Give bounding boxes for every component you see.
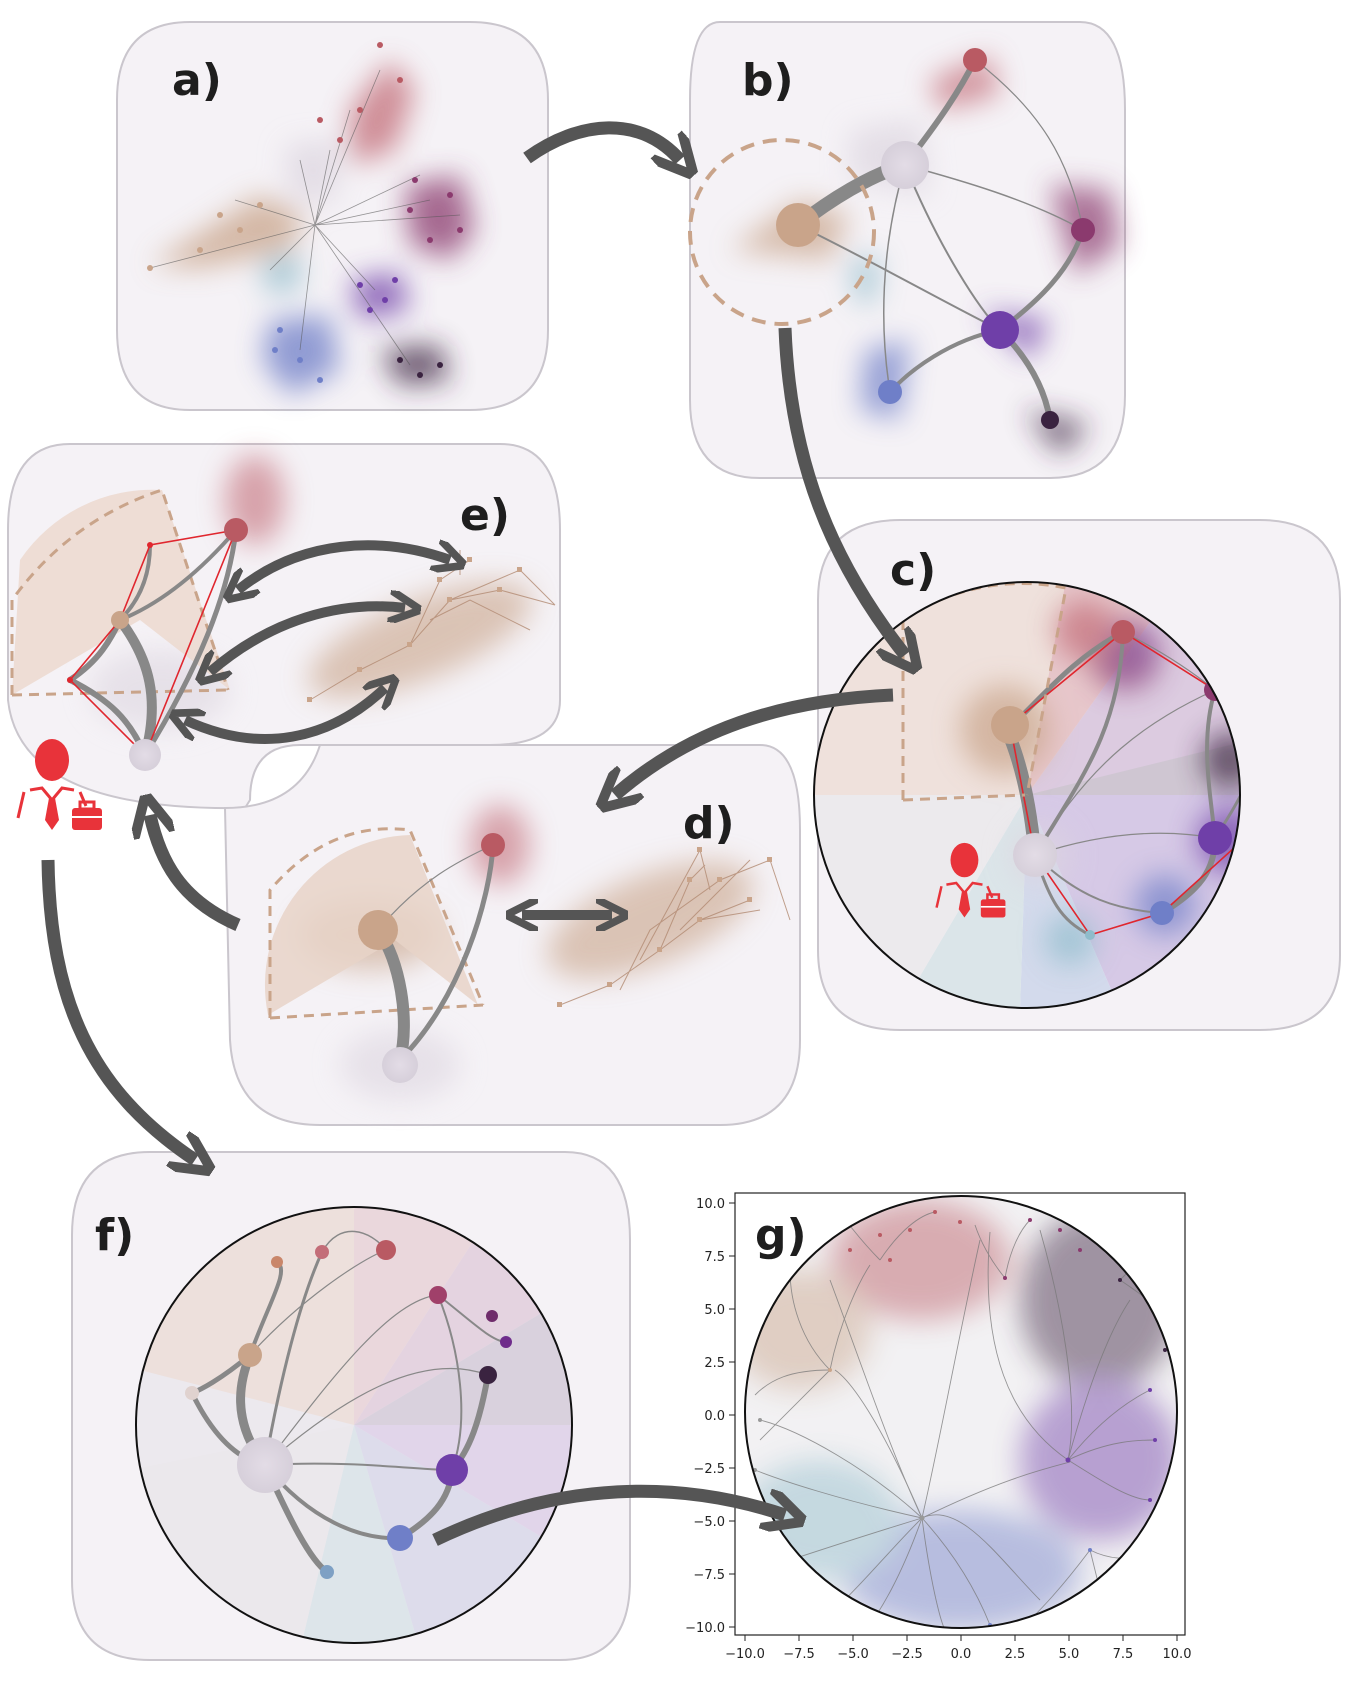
briefcase-icon <box>980 893 1006 918</box>
y-tick-label: −2.5 <box>693 1462 725 1477</box>
y-tick-label: 5.0 <box>704 1303 725 1318</box>
x-tick-label: 5.0 <box>1059 1647 1080 1662</box>
x-tick-label: −5.0 <box>837 1647 869 1662</box>
x-axis-ticks: −10.0 −7.5 −5.0 −2.5 0.0 2.5 5.0 7.5 10.0 <box>725 1635 1191 1662</box>
y-tick-label: 7.5 <box>704 1250 725 1265</box>
label-c: c) <box>890 545 936 596</box>
panel-b-bg <box>689 21 1126 479</box>
arrow-icon <box>432 1484 785 1546</box>
x-tick-label: 7.5 <box>1113 1647 1134 1662</box>
x-tick-label: 10.0 <box>1163 1647 1192 1662</box>
label-e: e) <box>460 490 510 541</box>
label-b: b) <box>742 55 794 106</box>
user-icon <box>16 739 102 830</box>
y-tick-label: −10.0 <box>685 1621 725 1636</box>
double-arrow-icon <box>210 606 405 672</box>
x-tick-label: −7.5 <box>783 1647 815 1662</box>
panel-d-bg <box>223 744 801 1126</box>
x-tick-label: −10.0 <box>725 1647 765 1662</box>
panel-labels: a) b) c) d) e) f) g) <box>95 55 936 1261</box>
y-tick-label: −5.0 <box>693 1515 725 1530</box>
arrow-icon <box>150 815 241 931</box>
x-tick-label: −2.5 <box>891 1647 923 1662</box>
arrow-icon <box>523 121 680 160</box>
arrow-icon <box>41 859 195 1160</box>
panel-d-network <box>264 805 791 1100</box>
label-d: d) <box>683 798 735 849</box>
briefcase-icon <box>72 800 102 830</box>
y-tick-label: −7.5 <box>693 1568 725 1583</box>
y-axis-ticks: 10.0 7.5 5.0 2.5 0.0 −2.5 −5.0 −7.5 −10.0 <box>685 1197 735 1636</box>
x-tick-label: 0.0 <box>951 1647 972 1662</box>
panel-a-bg <box>116 21 549 411</box>
panel-b-network <box>688 48 1120 455</box>
arrow-icon <box>778 327 905 655</box>
arrow-icon <box>615 688 894 795</box>
panel-g-plot: −10.0 −7.5 −5.0 −2.5 0.0 2.5 5.0 7.5 10.0 10.0 7.… <box>685 1192 1191 1662</box>
panel-f-disk <box>135 1206 573 1644</box>
user-icon <box>935 842 1006 918</box>
y-tick-label: 2.5 <box>704 1356 725 1371</box>
workflow-arrows <box>41 121 905 1546</box>
y-tick-label: 0.0 <box>704 1409 725 1424</box>
x-tick-label: 2.5 <box>1005 1647 1026 1662</box>
label-g: g) <box>755 1210 807 1261</box>
label-f: f) <box>95 1210 134 1261</box>
double-arrow-icon <box>185 688 385 744</box>
y-tick-label: 10.0 <box>696 1197 725 1212</box>
panel-a-network <box>147 42 475 395</box>
label-a: a) <box>172 55 222 106</box>
double-arrow-icon <box>238 545 450 590</box>
